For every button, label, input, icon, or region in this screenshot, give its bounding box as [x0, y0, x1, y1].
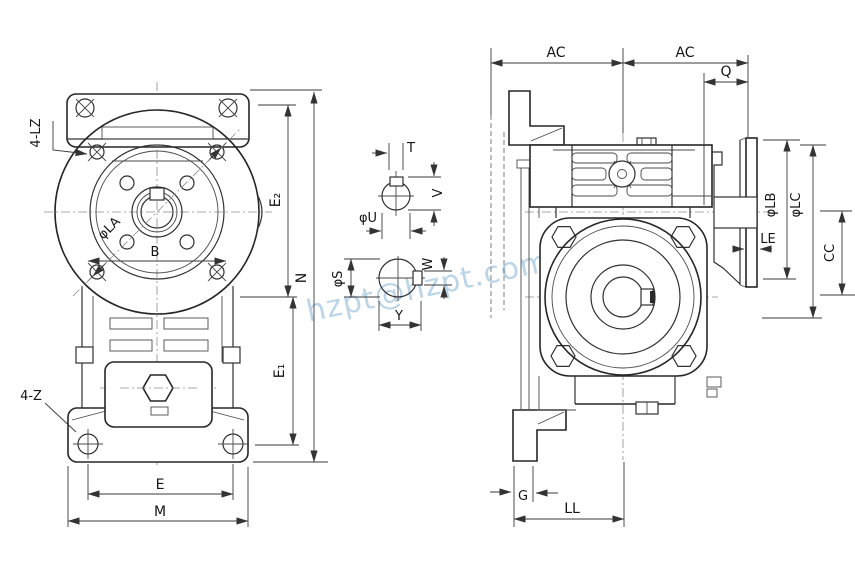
dim-label-phi-lb: φLB	[764, 193, 779, 218]
dim-label-b: B	[151, 245, 160, 260]
side-lower-body	[537, 376, 722, 415]
callout-4lz: 4-LZ	[29, 118, 44, 147]
front-housing-face	[54, 109, 263, 315]
side-bottom-dimensions: G LL	[490, 462, 625, 527]
dim-label-v: V	[431, 188, 446, 197]
dim-label-y: Y	[394, 309, 403, 324]
shaft-sections: T V φU φS W	[331, 141, 452, 331]
dim-label-n: N	[294, 273, 310, 283]
dim-label-g: G	[518, 489, 528, 504]
side-feet	[508, 90, 567, 462]
dim-label-ac-left: AC	[546, 45, 565, 61]
front-bottom-dimensions: E M	[67, 464, 249, 527]
side-top-dimensions: AC AC Q	[490, 45, 749, 205]
front-top-flange	[66, 93, 250, 148]
dim-label-phi-u: φU	[359, 211, 377, 226]
dim-label-phi-la: φLA	[95, 214, 123, 242]
dim-label-e1: E₁	[272, 364, 288, 378]
side-output-flange	[539, 217, 708, 377]
dim-label-ll: LL	[564, 501, 580, 517]
side-worm-housing	[529, 137, 713, 218]
dim-label-ac-right: AC	[675, 45, 694, 61]
front-right-dimensions: E₂ E₁ N	[240, 89, 328, 463]
dim-label-e2: E₂	[268, 193, 284, 207]
dim-label-le: LE	[760, 232, 775, 247]
side-right-dimensions: LE φLB φLC CC	[732, 139, 855, 319]
front-lower-body	[67, 286, 249, 463]
dim-label-cc: CC	[823, 244, 838, 262]
input-shaft-section: T V φU	[359, 141, 446, 239]
side-input-flange	[712, 137, 758, 288]
dim-label-w: W	[421, 257, 436, 270]
dim-label-q: Q	[720, 64, 731, 80]
dim-label-t: T	[406, 141, 415, 156]
front-hole-callouts: 4-LZ 4-Z	[20, 118, 88, 433]
dim-label-phi-lc: φLC	[789, 193, 804, 218]
output-shaft-section: φS W Y	[331, 256, 452, 331]
front-view: φLA B 4-LZ 4-Z E M	[20, 82, 328, 527]
dim-label-e: E	[156, 477, 165, 493]
dim-label-phi-s: φS	[331, 271, 346, 288]
side-view: AC AC Q LE φLB φLC CC	[490, 45, 855, 527]
dim-label-m: M	[154, 504, 166, 520]
callout-4z: 4-Z	[20, 389, 42, 404]
